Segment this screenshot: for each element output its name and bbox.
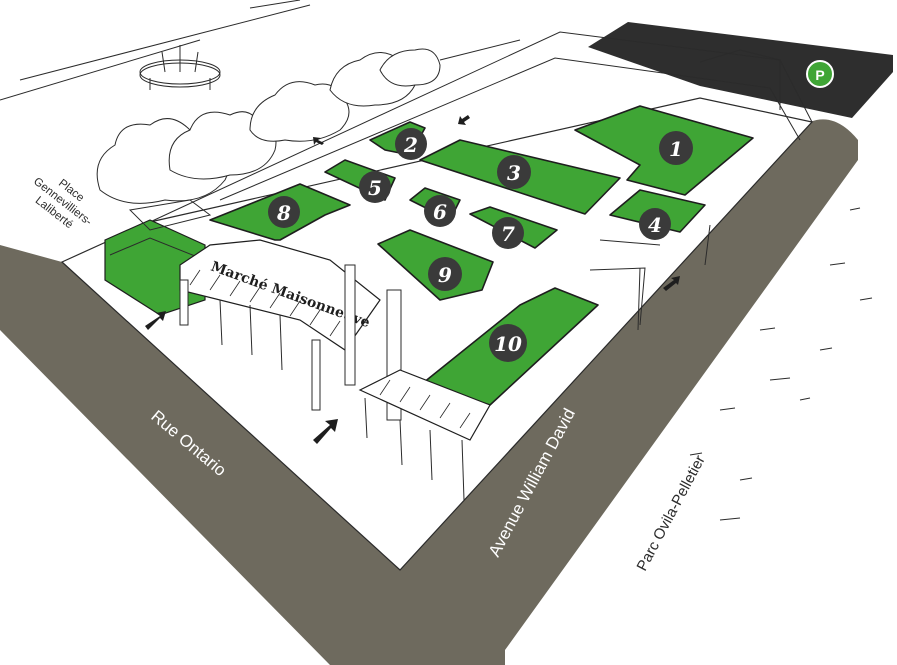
canopy-post xyxy=(429,429,433,481)
canopy-hatching xyxy=(189,269,341,337)
market-building xyxy=(149,31,813,331)
arrow-icon xyxy=(313,137,324,145)
stall-badges: 1 2 3 4 5 6 7 8 xyxy=(268,128,693,362)
canopy-post xyxy=(311,339,321,411)
canopy-post xyxy=(364,397,368,439)
parc-ovila-pelletier-label: Parc Ovila-Pelletier xyxy=(634,453,709,574)
stall-badge-3: 3 xyxy=(497,155,531,189)
arrow-icon xyxy=(145,311,166,330)
canopy-post xyxy=(279,314,283,371)
west-pavilion-rail xyxy=(109,237,201,259)
arrow-icon xyxy=(458,115,470,125)
building-back-edge xyxy=(149,31,813,223)
stall-number-2: 2 xyxy=(403,133,418,157)
front-entrance: Marché Maisonneuve xyxy=(104,199,491,501)
parking-letter: P xyxy=(815,67,824,83)
west-pavilion-roof xyxy=(128,199,212,231)
canopy-post xyxy=(249,304,253,356)
roof-detail xyxy=(439,39,521,61)
park-sketch-marks xyxy=(689,207,873,521)
sidewalk-lines xyxy=(0,0,311,101)
east-canopy-roof xyxy=(358,369,491,441)
rue-ontario-road xyxy=(0,245,400,665)
stall-number-7: 7 xyxy=(501,222,515,246)
fountain-icon xyxy=(139,45,221,90)
top-sidewalk-line xyxy=(19,4,311,81)
east-canopy xyxy=(589,267,646,326)
parking-area[interactable]: P xyxy=(588,22,893,118)
stall-badge-4: 4 xyxy=(639,208,671,240)
stall-badge-9: 9 xyxy=(428,257,462,291)
roof-detail-2 xyxy=(599,239,661,246)
tree-icon xyxy=(379,48,441,87)
arrow-icon xyxy=(663,276,680,291)
canopy-post xyxy=(399,419,403,466)
stall-badge-10: 10 xyxy=(489,324,527,362)
building-roof-line xyxy=(219,57,801,201)
stall-number-3: 3 xyxy=(507,161,521,185)
canopy-post xyxy=(461,439,465,501)
stall-number-9: 9 xyxy=(438,263,452,287)
stall-badge-6: 6 xyxy=(424,195,456,227)
stall-number-5: 5 xyxy=(368,176,382,200)
stall-badge-8: 8 xyxy=(268,196,300,228)
arrow-icon xyxy=(313,419,338,444)
stall-number-8: 8 xyxy=(276,201,291,225)
stall-number-10: 10 xyxy=(494,332,522,356)
avenue-william-david-road xyxy=(400,119,858,665)
stall-badge-2: 2 xyxy=(395,128,427,160)
stall-badge-5: 5 xyxy=(359,171,391,203)
pillar-1 xyxy=(704,224,711,266)
parking-icon[interactable] xyxy=(806,60,834,88)
parking-lot xyxy=(588,22,893,118)
stall-badge-7: 7 xyxy=(492,217,524,249)
top-sidewalk-line-2 xyxy=(0,39,201,101)
stall-number-4: 4 xyxy=(648,213,662,237)
stall-number-1: 1 xyxy=(669,137,683,161)
building-tower xyxy=(699,49,781,110)
canopy-post xyxy=(219,299,223,346)
entrance-arrows xyxy=(145,115,680,444)
east-canopy-hatching xyxy=(379,379,471,429)
trees xyxy=(96,48,441,204)
canopy-post xyxy=(344,264,356,386)
place-gennevilliers-label: Place Gennevilliers- Laliberté xyxy=(31,175,94,231)
canopy-post xyxy=(179,279,189,326)
top-sidewalk-line-3 xyxy=(249,0,301,9)
roads xyxy=(0,119,858,665)
pillar-2 xyxy=(637,267,641,331)
stall-badge-1: 1 xyxy=(659,131,693,165)
stall-number-6: 6 xyxy=(433,200,447,224)
